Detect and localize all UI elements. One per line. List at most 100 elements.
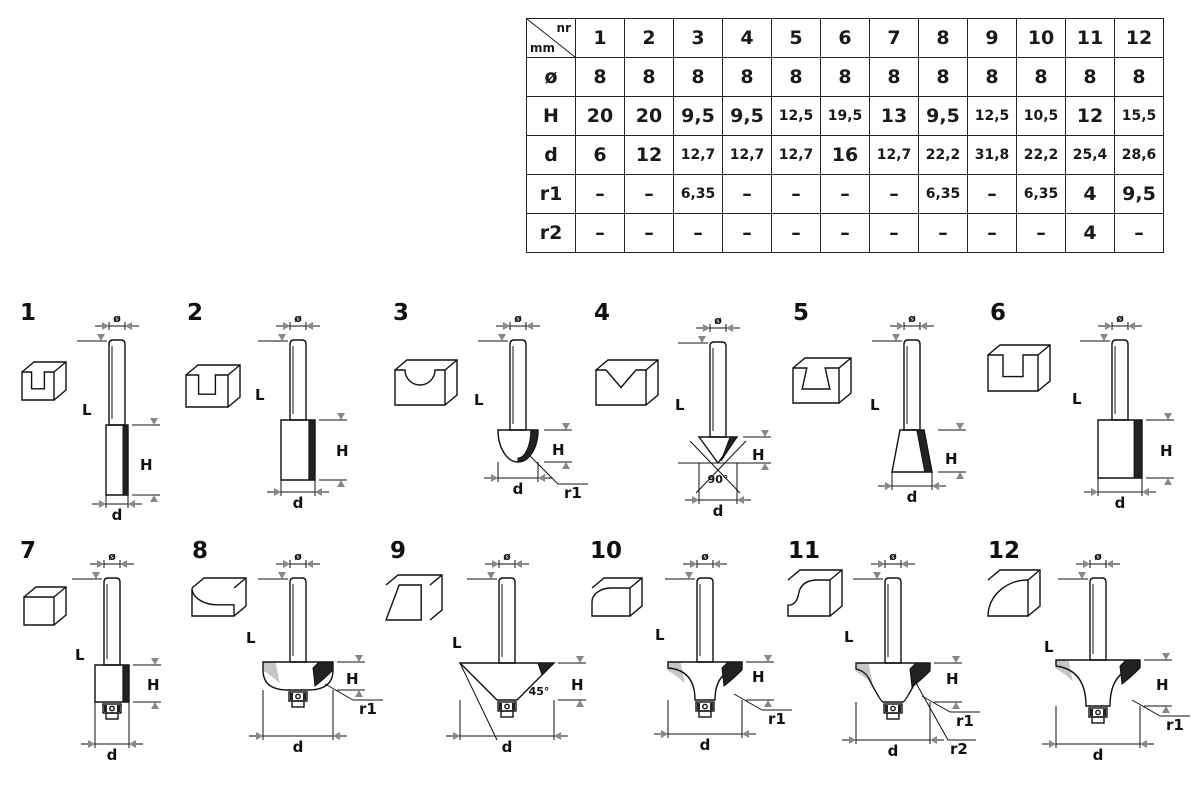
table-cell: 28,6 bbox=[1114, 135, 1164, 175]
height-label: H bbox=[336, 442, 349, 460]
table-cell: 15,5 bbox=[1114, 96, 1164, 136]
dim-arrow bbox=[1078, 572, 1086, 579]
dim-arrow bbox=[498, 334, 506, 341]
dim-arrow bbox=[337, 413, 345, 420]
dim-arrow bbox=[901, 560, 908, 568]
dim-arrow bbox=[761, 430, 769, 437]
dim-arrow bbox=[1140, 740, 1147, 748]
table-cell: 12 bbox=[624, 135, 674, 175]
bit-number: 11 bbox=[788, 538, 820, 564]
shank bbox=[108, 339, 126, 426]
radius-leader bbox=[324, 683, 354, 701]
table-cell: 9,5 bbox=[1114, 174, 1164, 214]
table-cell: 12,7 bbox=[869, 135, 919, 175]
radius-leader bbox=[915, 682, 949, 741]
table-cell: 25,4 bbox=[1065, 135, 1115, 175]
dim-arrow bbox=[932, 482, 939, 490]
profile-front-face bbox=[384, 584, 422, 621]
length-label: L bbox=[452, 634, 462, 652]
cutter-body bbox=[458, 662, 556, 701]
dim-arrow bbox=[737, 496, 744, 504]
carbide-blade bbox=[1133, 419, 1143, 479]
diameter-label: ø bbox=[294, 312, 302, 325]
diameter-label: ø bbox=[1116, 312, 1124, 325]
dim-arrow bbox=[492, 560, 499, 568]
profile-front-face bbox=[792, 367, 840, 404]
angle-label: 90° bbox=[708, 473, 729, 486]
dim-arrow bbox=[761, 463, 769, 470]
length-label: L bbox=[474, 391, 484, 409]
cutting-diameter-label: d bbox=[907, 488, 918, 506]
dim-arrow bbox=[151, 658, 159, 665]
row-header: d bbox=[526, 135, 576, 175]
bit-number: 5 bbox=[793, 300, 809, 326]
bit-number: 7 bbox=[20, 538, 36, 564]
profile-front-face bbox=[595, 369, 647, 406]
dim-arrow bbox=[1142, 488, 1149, 496]
shank bbox=[709, 341, 727, 438]
column-header-7: 7 bbox=[869, 18, 919, 58]
dim-arrow bbox=[576, 700, 584, 707]
bearing-screw bbox=[698, 710, 712, 718]
table-cell: 4 bbox=[1065, 213, 1115, 253]
shank bbox=[103, 577, 121, 666]
carbide-blade bbox=[308, 419, 316, 481]
dim-arrow bbox=[515, 560, 522, 568]
table-cell: – bbox=[820, 213, 870, 253]
height-label: H bbox=[346, 670, 359, 688]
column-header-10: 10 bbox=[1016, 18, 1066, 58]
table-cell: 12 bbox=[1065, 96, 1115, 136]
carbide-blade bbox=[667, 661, 685, 684]
diameter-label: ø bbox=[1094, 550, 1102, 563]
dim-arrow bbox=[120, 560, 127, 568]
table-cell: 8 bbox=[673, 57, 723, 97]
profile-front-face bbox=[787, 579, 831, 617]
table-cell: 10,5 bbox=[1016, 96, 1066, 136]
profile-front-face bbox=[987, 579, 1029, 617]
radius-r1-label: r1 bbox=[359, 700, 377, 718]
cutting-diameter-label: d bbox=[1093, 746, 1104, 764]
dim-arrow bbox=[1162, 706, 1170, 713]
table-cell: 8 bbox=[722, 57, 772, 97]
dim-arrow bbox=[956, 472, 964, 479]
table-cell: 8 bbox=[967, 57, 1017, 97]
length-label: L bbox=[870, 396, 880, 414]
dim-arrow bbox=[892, 334, 900, 341]
length-label: L bbox=[255, 386, 265, 404]
carbide-blade bbox=[312, 661, 334, 687]
length-label: L bbox=[844, 628, 854, 646]
table-cell: 8 bbox=[1114, 57, 1164, 97]
bit-number: 2 bbox=[187, 300, 203, 326]
dim-arrow bbox=[306, 322, 313, 330]
carbide-blade bbox=[916, 429, 933, 473]
dim-arrow bbox=[256, 732, 263, 740]
dim-arrow bbox=[92, 572, 100, 579]
dim-arrow bbox=[690, 560, 697, 568]
table-cell: – bbox=[771, 174, 821, 214]
dim-arrow bbox=[99, 500, 106, 508]
length-label: L bbox=[1072, 390, 1082, 408]
profile-depth bbox=[191, 577, 247, 617]
angle-label: 45° bbox=[529, 685, 550, 698]
radius-leader bbox=[1131, 699, 1161, 717]
bearing-hole bbox=[702, 703, 708, 710]
angle-line bbox=[695, 440, 747, 494]
profile-front-face bbox=[987, 354, 1039, 392]
bit-number: 4 bbox=[594, 300, 610, 326]
dim-arrow bbox=[764, 655, 772, 662]
cutting-diameter-label: d bbox=[888, 742, 899, 760]
dim-arrow bbox=[283, 322, 290, 330]
radius-r1-label: r1 bbox=[564, 484, 582, 502]
row-header: H bbox=[526, 96, 576, 136]
dim-arrow bbox=[952, 702, 960, 709]
diameter-label: ø bbox=[294, 550, 302, 563]
table-cell: – bbox=[1114, 213, 1164, 253]
